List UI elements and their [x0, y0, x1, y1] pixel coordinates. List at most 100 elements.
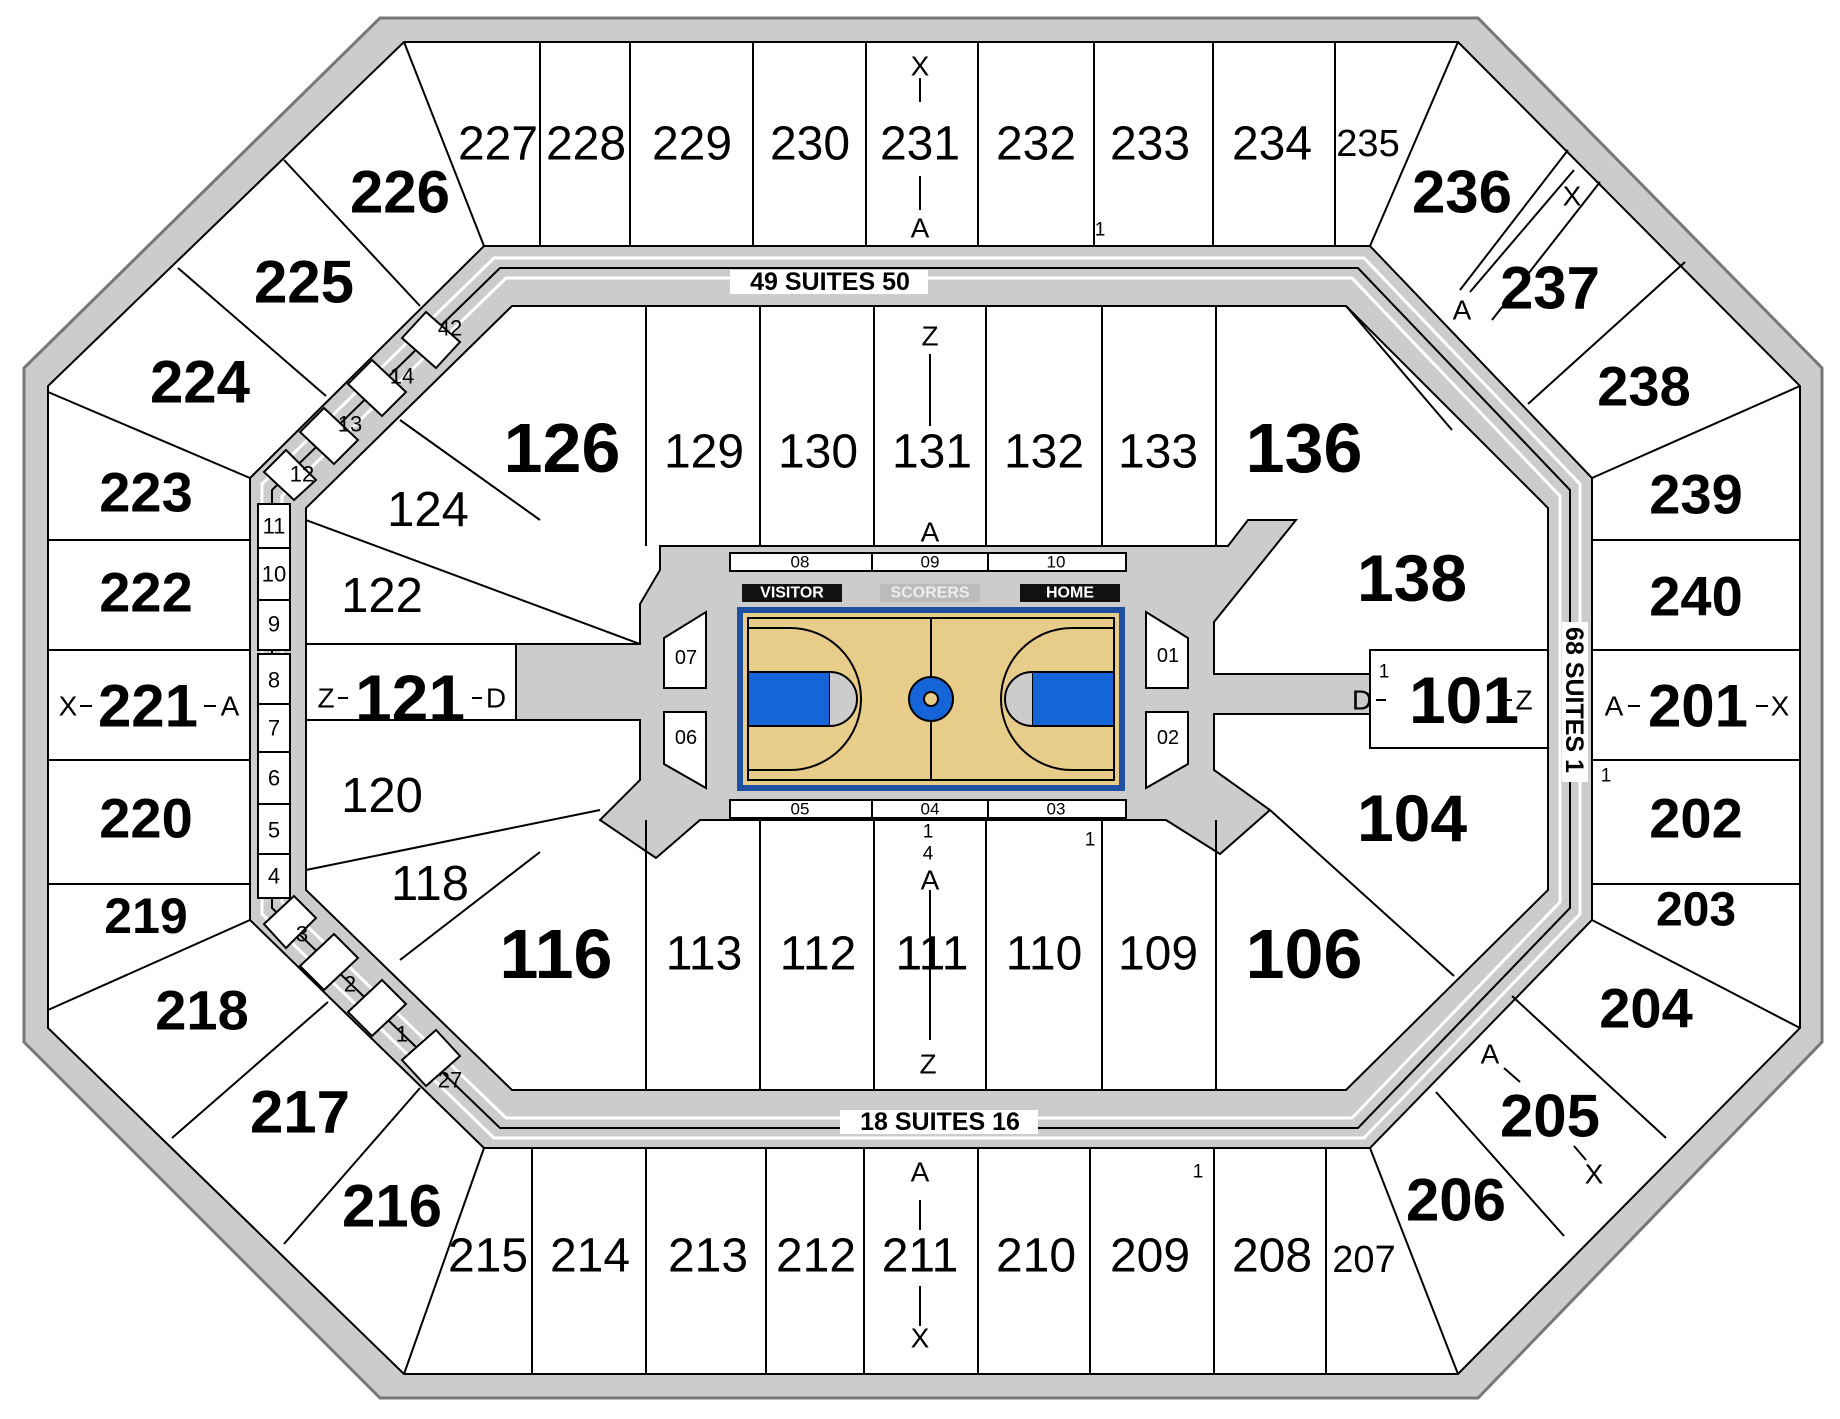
section-126[interactable]: 126	[504, 409, 621, 487]
section-239[interactable]: 239	[1649, 463, 1742, 526]
row-letters: X A 1 Z A 1 4 A 1 Z A 1 X X A Z D D 1 Z …	[59, 51, 1790, 1354]
section-233[interactable]: 233	[1110, 118, 1190, 171]
section-236[interactable]: 236	[1412, 159, 1512, 226]
section-218[interactable]: 218	[155, 979, 248, 1042]
section-110[interactable]: 110	[1006, 928, 1083, 981]
section-220[interactable]: 220	[99, 787, 192, 850]
section-113[interactable]: 113	[666, 928, 743, 981]
section-136[interactable]: 136	[1246, 409, 1363, 487]
section-230[interactable]: 230	[770, 118, 850, 171]
section-124[interactable]: 124	[387, 483, 469, 537]
section-138[interactable]: 138	[1357, 541, 1467, 615]
section-225[interactable]: 225	[254, 249, 354, 316]
row-a-237: A	[1453, 295, 1472, 326]
row-x-236: X	[1563, 181, 1582, 212]
section-112[interactable]: 112	[780, 928, 857, 981]
section-238[interactable]: 238	[1597, 355, 1690, 418]
section-227[interactable]: 227	[458, 118, 538, 171]
suites-label-top: 49 SUITES 50	[750, 268, 910, 296]
section-121[interactable]: 121	[355, 661, 465, 735]
section-129[interactable]: 129	[664, 426, 744, 479]
section-237[interactable]: 237	[1500, 255, 1600, 322]
upper-section-labels: 227 228 229 230 231 232 233 234 235 236 …	[98, 118, 1748, 1283]
section-202[interactable]: 202	[1649, 787, 1742, 850]
suite-3: 3	[296, 922, 308, 947]
section-229[interactable]: 229	[652, 118, 732, 171]
section-109[interactable]: 109	[1118, 928, 1198, 981]
section-209[interactable]: 209	[1110, 1230, 1190, 1283]
section-121-box[interactable]	[305, 643, 517, 721]
suite-2: 2	[344, 972, 356, 997]
suite-10: 10	[262, 562, 286, 587]
section-201[interactable]: 201	[1648, 673, 1748, 740]
section-101-box[interactable]	[1369, 649, 1549, 749]
section-207[interactable]: 207	[1332, 1239, 1395, 1281]
suite-42: 42	[438, 316, 462, 341]
row-1-lower: 1	[923, 822, 934, 843]
section-232[interactable]: 232	[996, 118, 1076, 171]
row-x-top: X	[911, 51, 930, 82]
section-116[interactable]: 116	[500, 915, 613, 993]
section-222[interactable]: 222	[99, 561, 192, 624]
home-bench	[1020, 584, 1120, 602]
row-z-101: Z	[1515, 685, 1532, 716]
section-212[interactable]: 212	[776, 1230, 856, 1283]
section-106[interactable]: 106	[1246, 915, 1363, 993]
row-z-lower-top: Z	[921, 321, 938, 352]
court-sec-02: 02	[1157, 727, 1179, 749]
section-211[interactable]: 211	[882, 1230, 959, 1283]
section-214[interactable]: 214	[550, 1230, 630, 1283]
section-235[interactable]: 235	[1336, 123, 1399, 165]
section-132[interactable]: 132	[1004, 426, 1084, 479]
section-215[interactable]: 215	[448, 1230, 528, 1283]
section-101[interactable]: 101	[1409, 663, 1519, 737]
section-231[interactable]: 231	[880, 118, 960, 171]
section-205[interactable]: 205	[1500, 1083, 1600, 1150]
section-223[interactable]: 223	[99, 461, 192, 524]
basketball-court	[737, 607, 1125, 791]
section-208[interactable]: 208	[1232, 1230, 1312, 1283]
section-219[interactable]: 219	[104, 888, 187, 944]
court-sec-03: 03	[1047, 800, 1066, 819]
row-x-205: X	[1585, 1159, 1604, 1190]
section-217[interactable]: 217	[250, 1079, 350, 1146]
section-122[interactable]: 122	[341, 569, 423, 623]
row-d-121: D	[486, 683, 506, 714]
section-228[interactable]: 228	[546, 118, 626, 171]
row-d-101: D	[1352, 685, 1372, 716]
section-131[interactable]: 131	[892, 426, 972, 479]
section-206[interactable]: 206	[1406, 1167, 1506, 1234]
section-224[interactable]: 224	[150, 349, 251, 416]
row-1-202: 1	[1601, 766, 1612, 787]
visitor-label: VISITOR	[760, 585, 824, 602]
suite-14: 14	[390, 364, 414, 389]
section-133[interactable]: 133	[1118, 426, 1198, 479]
suite-27: 27	[438, 1068, 462, 1093]
section-221[interactable]: 221	[98, 673, 198, 740]
court-sec-10: 10	[1047, 553, 1066, 572]
section-203[interactable]: 203	[1656, 884, 1736, 937]
section-104[interactable]: 104	[1357, 781, 1467, 855]
section-234[interactable]: 234	[1232, 118, 1312, 171]
section-118[interactable]: 118	[391, 857, 469, 911]
section-130[interactable]: 130	[778, 426, 858, 479]
row-x-201: X	[1771, 691, 1790, 722]
section-111[interactable]: 111	[896, 928, 969, 981]
upper-section-dividers	[47, 41, 1801, 1375]
suites-label-bottom: 18 SUITES 16	[860, 1108, 1020, 1136]
section-120[interactable]: 120	[341, 769, 423, 823]
section-216[interactable]: 216	[342, 1173, 442, 1240]
row-x-bottom: X	[911, 1323, 930, 1354]
section-210[interactable]: 210	[996, 1230, 1076, 1283]
row-a-221: A	[221, 691, 240, 722]
court-sec-07: 07	[675, 647, 697, 669]
section-213[interactable]: 213	[668, 1230, 748, 1283]
section-226[interactable]: 226	[350, 159, 450, 226]
section-240[interactable]: 240	[1649, 565, 1742, 628]
suite-4: 4	[268, 864, 280, 889]
lower-section-labels: 126 129 130 131 132 133 136 138 101 104 …	[341, 409, 1519, 993]
section-204[interactable]: 204	[1599, 977, 1692, 1040]
court-sec-09: 09	[921, 553, 940, 572]
suites-label-right: 68 SUITES 1	[1560, 627, 1588, 773]
suite-11: 11	[263, 514, 286, 539]
